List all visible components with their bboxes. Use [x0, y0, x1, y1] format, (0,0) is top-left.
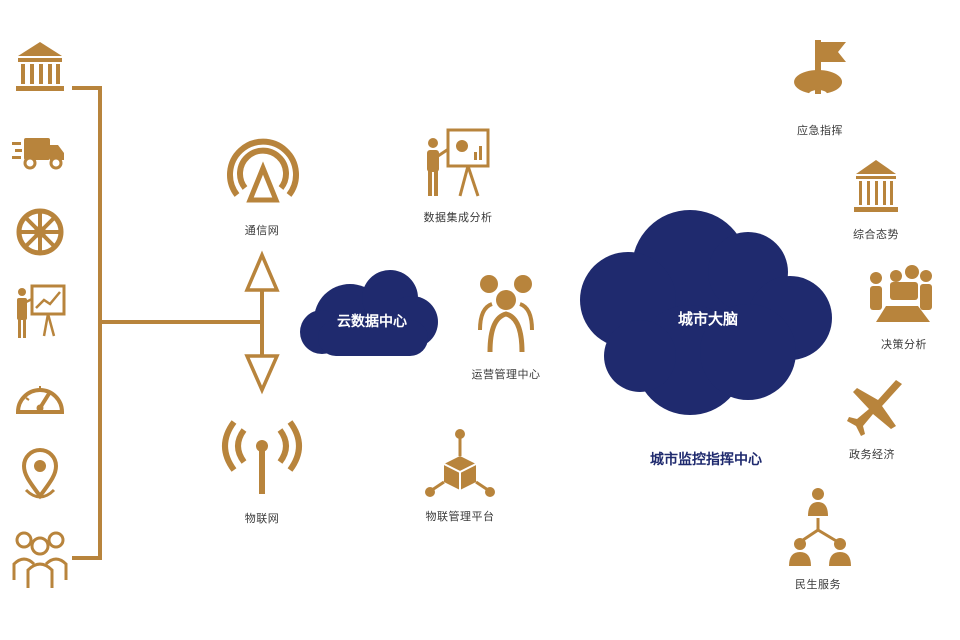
economy-airplane-icon	[847, 380, 902, 436]
truck-icon	[12, 138, 64, 170]
livelihood-label: 民生服务	[795, 578, 841, 591]
left-bracket-connector	[72, 86, 262, 560]
emergency-label: 应急指挥	[797, 124, 843, 137]
ops-center-label: 运营管理中心	[471, 368, 541, 381]
economy-label: 政务经济	[849, 448, 895, 461]
situation-label: 综合态势	[853, 228, 899, 241]
iot-platform-cube-icon	[425, 429, 495, 497]
signal-tower-icon	[227, 138, 299, 203]
cloud-data-center-label: 云数据中心	[337, 314, 407, 330]
iot-platform-label: 物联管理平台	[425, 510, 495, 523]
network-top-label: 通信网	[244, 224, 280, 237]
livelihood-people-network-icon	[789, 488, 851, 566]
bank-icon	[16, 42, 64, 91]
cloud-data-center	[300, 270, 438, 356]
gauge-icon	[15, 386, 65, 414]
wheel-icon	[16, 208, 64, 256]
ops-center-people-icon	[478, 275, 534, 353]
presenter-chart-icon	[17, 284, 66, 338]
city-brain-label: 城市大脑	[677, 310, 738, 328]
iot-antenna-icon	[222, 420, 302, 494]
people-group-icon	[12, 531, 68, 588]
city-brain-cloud	[580, 210, 832, 415]
double-arrow-connector	[244, 250, 280, 395]
emergency-key-flag-icon	[794, 40, 846, 98]
decision-meeting-icon	[870, 265, 932, 322]
data-analysis-label: 数据集成分析	[423, 211, 493, 224]
data-analysis-presenter-icon	[427, 128, 490, 197]
situation-building-icon	[854, 160, 898, 212]
network-bottom-label: 物联网	[244, 512, 280, 525]
location-pin-icon	[21, 448, 59, 500]
city-brain-caption: 城市监控指挥中心	[650, 452, 762, 468]
decision-label: 决策分析	[881, 338, 927, 351]
